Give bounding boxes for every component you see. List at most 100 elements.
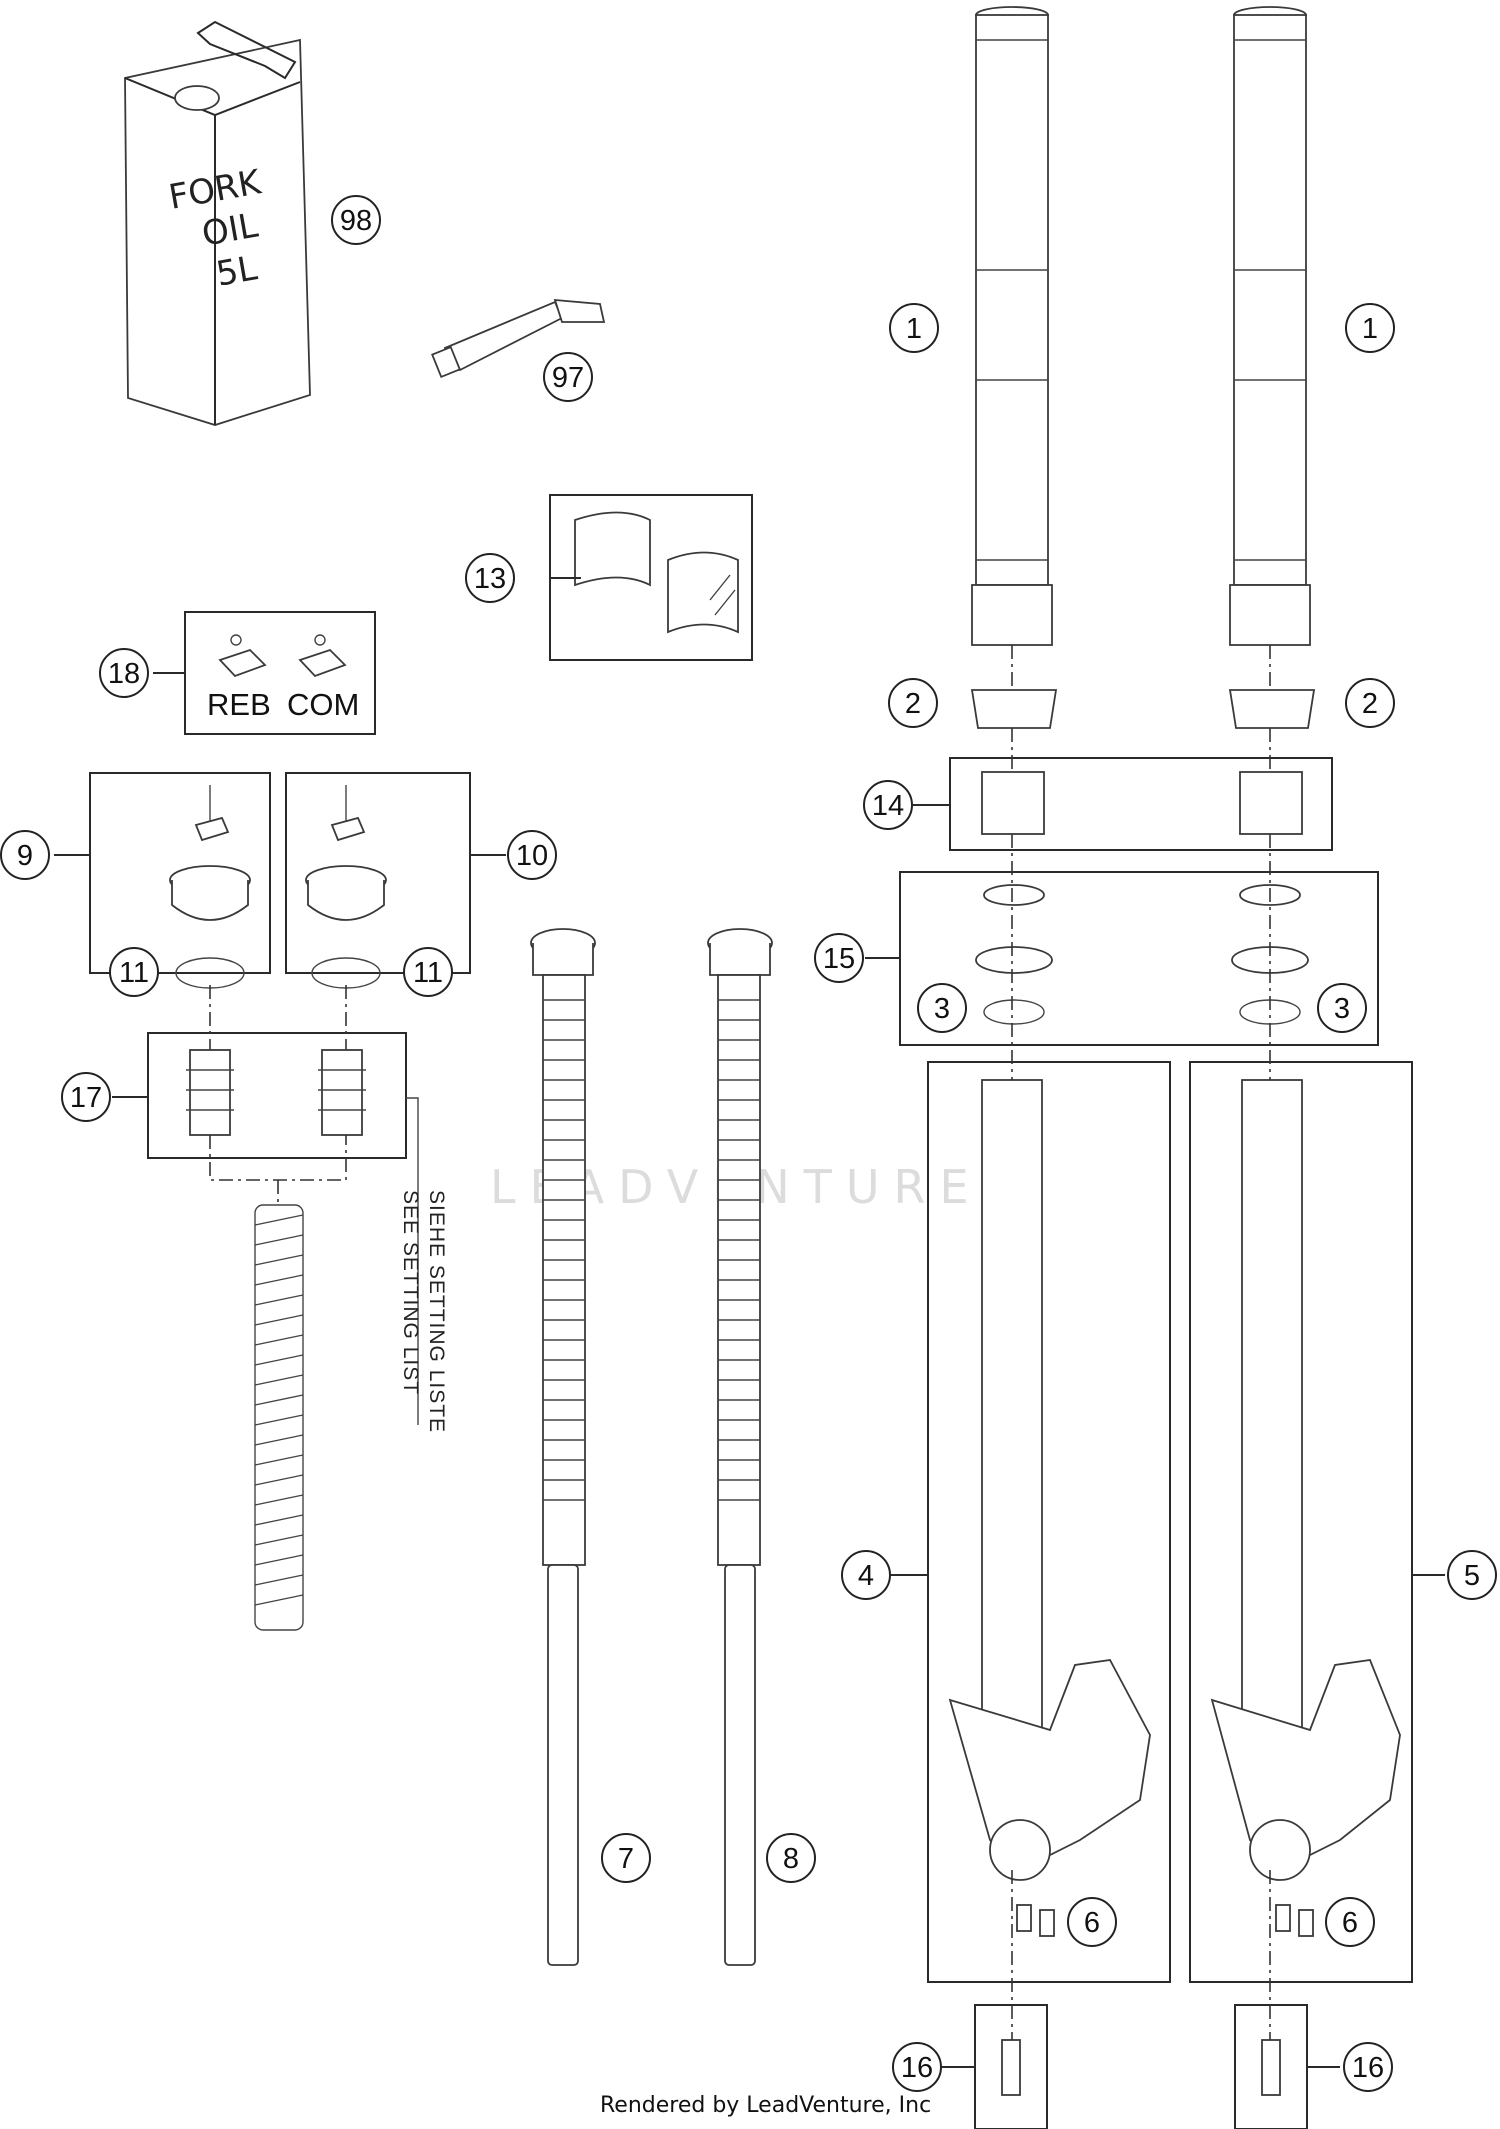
callout-3: 3 [1317,983,1367,1033]
callout-9: 9 [0,830,50,880]
callout-number: 2 [1362,688,1378,720]
callout-circle [841,1550,891,1600]
damper-cartridge-8 [707,928,773,1966]
bolts-left [1016,1904,1055,1937]
callout-3: 3 [917,983,967,1033]
callout-circle [331,195,381,245]
kit-10 [285,772,471,989]
setting-note-line2: SEE SETTING LIST [399,1190,422,1395]
callout-1: 1 [889,303,939,353]
callout-number: 9 [17,840,33,872]
callout-number: 11 [119,957,149,989]
bushing-right [1228,689,1316,729]
inner-tube-right [1189,1061,1413,1983]
callout-number: 2 [905,688,921,720]
callout-circle [403,947,453,997]
callout-number: 3 [1334,993,1350,1025]
callout-number: 3 [934,993,950,1025]
callout-15: 15 [814,933,864,983]
inner-tube-left [927,1061,1171,1983]
callout-number: 15 [823,943,855,975]
callout-18: 18 [99,648,149,698]
render-credit: Rendered by LeadVenture, Inc [600,2093,931,2118]
bushing-left [970,689,1058,729]
callout-circle [814,933,864,983]
bolts-right [1275,1904,1314,1937]
callout-5: 5 [1447,1550,1497,1600]
callout-number: 1 [906,313,922,345]
callout-number: 14 [872,790,904,822]
grease-tube [431,298,606,379]
callout-circle [465,553,515,603]
callout-4: 4 [841,1550,891,1600]
fork-spring [254,1204,304,1631]
kit-13 [549,494,753,661]
callout-circle [507,830,557,880]
callout-number: 98 [340,205,372,237]
callout-circle [888,678,938,728]
kit-18: REB COM [184,611,376,735]
label-com: COM [287,687,359,722]
callout-number: 6 [1084,1907,1100,1939]
callout-circle [1317,983,1367,1033]
callout-number: 6 [1342,1907,1358,1939]
damper-cartridge-7 [530,928,596,1966]
callout-circle [766,1833,816,1883]
callout-16: 16 [892,2042,942,2092]
callout-number: 7 [618,1843,634,1875]
callout-11: 11 [109,947,159,997]
kit-16-right [1234,2004,1308,2129]
callout-circle [917,983,967,1033]
callout-number: 18 [108,658,140,690]
callout-circle [1343,2042,1393,2092]
can-text-line3: 5L [213,248,260,294]
callout-11: 11 [403,947,453,997]
setting-note-line1: SIEHE SETTING LISTE [425,1190,448,1433]
callout-circle [892,2042,942,2092]
callout-circle [109,947,159,997]
callout-number: 4 [858,1560,874,1592]
callout-8: 8 [766,1833,816,1883]
callout-circle [601,1833,651,1883]
callout-number: 97 [552,362,584,394]
callout-circle [863,780,913,830]
callout-circle [1345,303,1395,353]
callout-circle [1447,1550,1497,1600]
callout-circle [1325,1897,1375,1947]
callout-number: 16 [901,2052,933,2084]
callout-6: 6 [1067,1897,1117,1947]
callout-14: 14 [863,780,913,830]
callout-2: 2 [888,678,938,728]
kit-15 [899,871,1379,1046]
can-text-line2: OIL [199,206,261,255]
callout-number: 1 [1362,313,1378,345]
callout-13: 13 [465,553,515,603]
callout-number: 10 [516,840,548,872]
kit-14 [949,757,1333,851]
callout-2: 2 [1345,678,1395,728]
callout-number: 8 [783,1843,799,1875]
kit-17 [147,985,407,1205]
callout-circle [1067,1897,1117,1947]
outer-tube-left [971,6,1053,646]
callout-circle [61,1072,111,1122]
callout-number: 13 [474,563,506,595]
callout-number: 5 [1464,1560,1480,1592]
callout-circle [99,648,149,698]
kit-9 [89,772,271,989]
callout-97: 97 [543,352,593,402]
callout-circle [889,303,939,353]
label-reb: REB [207,687,271,722]
callout-number: 17 [70,1082,102,1114]
callout-98: 98 [331,195,381,245]
callout-7: 7 [601,1833,651,1883]
callout-number: 16 [1352,2052,1384,2084]
callout-6: 6 [1325,1897,1375,1947]
callout-circle [543,352,593,402]
kit-16-left [974,2004,1048,2129]
callout-1: 1 [1345,303,1395,353]
callout-circle [0,830,50,880]
callout-circle [1345,678,1395,728]
